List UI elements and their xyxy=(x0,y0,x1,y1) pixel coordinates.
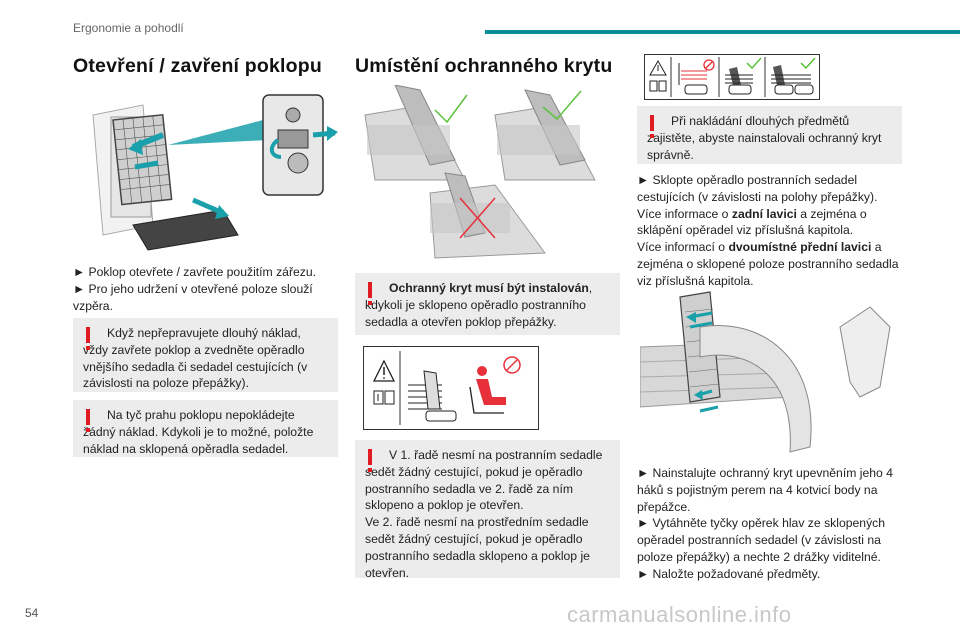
loading-pictogram-box xyxy=(644,54,820,100)
step-pull-headrests: ► Vytáhněte tyčky opěrek hlav ze sklopen… xyxy=(637,516,886,564)
title-protective-cover: Umístění ochranného krytu xyxy=(355,55,613,77)
info-front-bench: Více informací o dvoumístné přední lavic… xyxy=(637,239,902,289)
info-rear-bench: Více informace o zadní lavici a zejména … xyxy=(637,206,902,240)
warning-text: Ochranný kryt musí být instalován, kdyko… xyxy=(365,280,610,330)
warning-icon xyxy=(86,409,90,432)
info-text: a zejména o sklápění opěradel viz příslu… xyxy=(637,206,867,238)
step-load-items: ► Naložte požadované předměty. xyxy=(637,566,821,581)
col3-steps: ► Nainstalujte ochranný kryt upevněním j… xyxy=(637,465,902,583)
info-text: a zejména o sklopené poloze postranního … xyxy=(637,240,899,288)
warning-icon xyxy=(86,327,90,350)
warning-text: Při nakládání dlouhých předmětů zajistět… xyxy=(647,114,882,162)
warning-text-b: Ve 2. řadě nesmí na prostředním sedadle … xyxy=(365,515,590,580)
step-fold-backrest: ► Sklopte opěradlo postranních sedadel c… xyxy=(637,173,878,204)
step-open-close: ► Poklop otevřete / zavřete použitím zář… xyxy=(73,265,317,279)
hatch-illustration xyxy=(73,85,338,255)
warning-bold: Ochranný kryt musí být instalován xyxy=(389,281,589,295)
info-text: Více informací o xyxy=(637,240,729,255)
warning-icon xyxy=(368,449,372,472)
watermark: carmanualsonline.info xyxy=(567,602,792,627)
info-text: Více informace o xyxy=(637,206,732,221)
warning-icon xyxy=(368,282,372,305)
col1-steps: ► Poklop otevřete / zavřete použitím zář… xyxy=(73,264,338,314)
cover-illustration xyxy=(355,85,620,260)
warning-box-2: Na tyč prahu poklopu nepokládejte žádný … xyxy=(73,400,338,457)
warning-text-a: V 1. řadě nesmí na postranním sedadle se… xyxy=(365,448,603,513)
info-bold: zadní lavici xyxy=(731,206,797,221)
info-bold: dvoumístné přední lavici xyxy=(728,240,872,255)
step-install-cover: ► Nainstalujte ochranný kryt upevněním j… xyxy=(637,466,893,514)
col3-instructions: ► Sklopte opěradlo postranních sedadel c… xyxy=(637,172,902,290)
title-open-close-hatch: Otevření / zavření poklopu xyxy=(73,55,323,77)
warning-box-3: Ochranný kryt musí být instalován, kdyko… xyxy=(355,273,620,335)
section-header: Ergonomie a pohodlí xyxy=(73,21,184,35)
header-accent-bar xyxy=(485,30,960,34)
warning-box-4: V 1. řadě nesmí na postranním sedadle se… xyxy=(355,440,620,580)
step-hold-open: ► Pro jeho udržení v otevřené poloze slo… xyxy=(73,281,313,313)
warning-text: Když nepřepravujete dlouhý náklad, vždy … xyxy=(83,326,308,391)
seat-pictogram-box xyxy=(363,346,539,430)
warning-box-1: Když nepřepravujete dlouhý náklad, vždy … xyxy=(73,318,338,392)
warning-text: Na tyč prahu poklopu nepokládejte žádný … xyxy=(83,408,314,456)
cover-install-illustration xyxy=(640,287,902,457)
warning-box-5: Při nakládání dlouhých předmětů zajistět… xyxy=(637,106,902,164)
warning-rest: , kdykoli je sklopeno opěradlo postranní… xyxy=(365,281,593,329)
page-number: 54 xyxy=(25,606,39,620)
warning-icon xyxy=(650,115,654,138)
